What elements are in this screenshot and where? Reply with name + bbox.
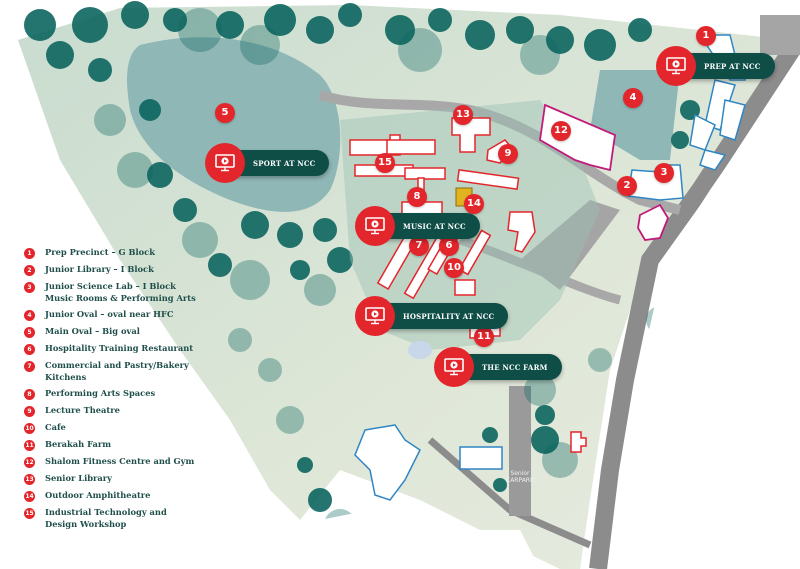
video-button-music[interactable]: MUSIC AT NCC [355, 206, 480, 246]
video-monitor-icon[interactable] [355, 296, 395, 336]
legend-item-13: 13 Senior Library [24, 473, 224, 485]
legend-number-badge: 12 [24, 457, 35, 468]
map-marker-12[interactable]: 12 [551, 121, 571, 141]
legend-item-9: 9 Lecture Theatre [24, 405, 224, 417]
legend-label: Shalom Fitness Centre and Gym [45, 456, 195, 466]
legend-item-7: 7 Commercial and Pastry/Bakery Kitchens [24, 360, 224, 383]
video-button-label: MUSIC AT NCC [403, 221, 466, 231]
map-marker-5[interactable]: 5 [215, 103, 235, 123]
legend-label: Performing Arts Spaces [45, 388, 156, 398]
video-monitor-icon[interactable] [355, 206, 395, 246]
legend-number-badge: 4 [24, 310, 35, 321]
legend-number-badge: 11 [24, 440, 35, 451]
carpark-label-line1: Senior [510, 470, 530, 477]
legend-number-badge: 10 [24, 423, 35, 434]
legend-label: Prep Precinct – G Block [45, 247, 155, 257]
legend-item-10: 10 Cafe [24, 422, 224, 434]
legend-item-11: 11 Berakah Farm [24, 439, 224, 451]
carpark-label: Senior CARPARK [506, 470, 534, 484]
legend-item-6: 6 Hospitality Training Restaurant [24, 343, 224, 355]
prep-carpark [760, 15, 800, 55]
legend-number-badge: 2 [24, 265, 35, 276]
legend-label: Outdoor Amphitheatre [45, 490, 151, 500]
video-button-hospitality[interactable]: HOSPITALITY AT NCC [355, 296, 509, 336]
map-marker-13[interactable]: 13 [453, 105, 473, 125]
internal-road [318, 90, 682, 215]
legend-item-4: 4 Junior Oval – oval near HFC [24, 309, 224, 321]
legend-label: Lecture Theatre [45, 405, 120, 415]
carpark-east [520, 200, 620, 290]
senior-carpark [509, 386, 531, 516]
legend-number-badge: 6 [24, 344, 35, 355]
legend-label: Main Oval – Big oval [45, 326, 140, 336]
map-marker-6[interactable]: 6 [439, 236, 459, 256]
legend-label: Senior Library [45, 473, 112, 483]
farm-pond [408, 341, 432, 359]
video-monitor-icon[interactable] [434, 347, 474, 387]
legend-number-badge: 1 [24, 248, 35, 259]
video-button-label: SPORT AT NCC [253, 158, 316, 168]
video-button-farm[interactable]: THE NCC FARM [434, 347, 562, 387]
map-marker-7[interactable]: 7 [409, 236, 429, 256]
legend-number-badge: 3 [24, 282, 35, 293]
legend-label: Cafe [45, 422, 66, 432]
map-marker-2[interactable]: 2 [617, 176, 637, 196]
legend-number-badge: 14 [24, 491, 35, 502]
map-marker-4[interactable]: 4 [623, 88, 643, 108]
video-monitor-icon[interactable] [656, 46, 696, 86]
carpark-label-line2: CARPARK [506, 477, 534, 484]
map-marker-9[interactable]: 9 [498, 144, 518, 164]
legend-item-8: 8 Performing Arts Spaces [24, 388, 224, 400]
legend-item-5: 5 Main Oval – Big oval [24, 326, 224, 338]
video-button-label: THE NCC FARM [482, 362, 548, 372]
map-marker-10[interactable]: 10 [444, 258, 464, 278]
legend-label: Hospitality Training Restaurant [45, 343, 194, 353]
legend-label: Junior Oval – oval near HFC [45, 309, 174, 319]
map-marker-8[interactable]: 8 [407, 187, 427, 207]
legend-number-badge: 7 [24, 361, 35, 372]
legend-label: Commercial and Pastry/Bakery Kitchens [45, 360, 189, 382]
legend-number-badge: 8 [24, 389, 35, 400]
video-button-prep[interactable]: PREP AT NCC [656, 46, 775, 86]
legend-number-badge: 15 [24, 508, 35, 519]
video-button-label: HOSPITALITY AT NCC [403, 311, 495, 321]
map-marker-1[interactable]: 1 [696, 26, 716, 46]
offsite-area [612, 60, 800, 569]
legend-list: 1 Prep Precinct – G Block 2 Junior Libra… [24, 247, 224, 530]
map-marker-3[interactable]: 3 [654, 163, 674, 183]
legend-label: Junior Science Lab – I Block Music Rooms… [45, 281, 196, 303]
map-marker-14[interactable]: 14 [464, 194, 484, 214]
map-marker-11[interactable]: 11 [474, 327, 494, 347]
offsite-area-south [210, 500, 560, 569]
legend-label: Berakah Farm [45, 439, 112, 449]
legend-item-3: 3 Junior Science Lab – I Block Music Roo… [24, 281, 224, 304]
legend-item-14: 14 Outdoor Amphitheatre [24, 490, 224, 502]
legend: 1 Prep Precinct – G Block 2 Junior Libra… [24, 247, 224, 535]
legend-item-15: 15 Industrial Technology and Design Work… [24, 507, 224, 530]
legend-number-badge: 5 [24, 327, 35, 338]
legend-item-1: 1 Prep Precinct – G Block [24, 247, 224, 259]
trees [24, 1, 700, 541]
map-marker-15[interactable]: 15 [375, 153, 395, 173]
legend-label: Industrial Technology and Design Worksho… [45, 507, 167, 529]
legend-item-12: 12 Shalom Fitness Centre and Gym [24, 456, 224, 468]
video-button-label: PREP AT NCC [704, 61, 761, 71]
legend-number-badge: 13 [24, 474, 35, 485]
video-button-sport[interactable]: SPORT AT NCC [205, 143, 330, 183]
video-monitor-icon[interactable] [205, 143, 245, 183]
legend-number-badge: 9 [24, 406, 35, 417]
legend-item-2: 2 Junior Library – I Block [24, 264, 224, 276]
legend-label: Junior Library – I Block [45, 264, 154, 274]
